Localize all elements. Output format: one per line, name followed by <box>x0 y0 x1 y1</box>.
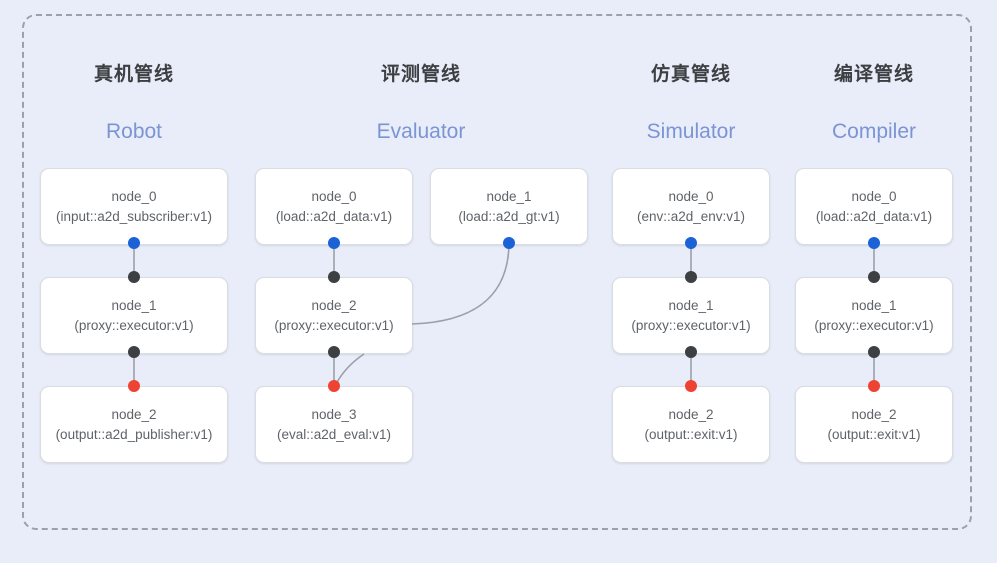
node-label-type: (eval::a2d_eval:v1) <box>276 426 392 442</box>
node-label-name: node_1 <box>111 297 157 313</box>
port-in-simulator-0[interactable] <box>685 237 697 249</box>
node-label-type: (output::exit:v1) <box>644 426 738 442</box>
node-evaluator-2[interactable]: node_2 (proxy::executor:v1) <box>255 277 413 354</box>
node-label-type: (output::a2d_publisher:v1) <box>55 426 213 442</box>
port-out-compiler-2[interactable] <box>868 380 880 392</box>
node-simulator-0[interactable]: node_0 (env::a2d_env:v1) <box>612 168 770 245</box>
node-label-type: (proxy::executor:v1) <box>631 317 751 333</box>
node-label-name: node_1 <box>486 188 532 204</box>
node-robot-2[interactable]: node_2 (output::a2d_publisher:v1) <box>40 386 228 463</box>
node-evaluator-3[interactable]: node_3 (eval::a2d_eval:v1) <box>255 386 413 463</box>
node-label-type: (load::a2d_data:v1) <box>275 208 393 224</box>
node-label-name: node_0 <box>668 188 714 204</box>
node-evaluator-0[interactable]: node_0 (load::a2d_data:v1) <box>255 168 413 245</box>
column-title-cn-evaluator: 评测管线 <box>380 64 461 85</box>
edge-evaluator-gt-to-executor <box>411 241 510 325</box>
node-compiler-1[interactable]: node_1 (proxy::executor:v1) <box>795 277 953 354</box>
port-in-compiler-0[interactable] <box>868 237 880 249</box>
port-in-evaluator-1[interactable] <box>503 237 515 249</box>
column-title-cn-simulator: 仿真管线 <box>650 64 731 85</box>
port-bottom-compiler-1[interactable] <box>868 346 880 358</box>
node-label-type: (proxy::executor:v1) <box>814 317 934 333</box>
node-label-name: node_1 <box>851 297 897 313</box>
port-bottom-robot-1[interactable] <box>128 346 140 358</box>
node-label-type: (input::a2d_subscriber:v1) <box>55 208 213 224</box>
port-top-simulator-1[interactable] <box>685 271 697 283</box>
port-out-simulator-2[interactable] <box>685 380 697 392</box>
port-in-robot-0[interactable] <box>128 237 140 249</box>
port-bottom-evaluator-2[interactable] <box>328 346 340 358</box>
port-top-compiler-1[interactable] <box>868 271 880 283</box>
node-label-type: (load::a2d_data:v1) <box>815 208 933 224</box>
column-title-en-simulator: Simulator <box>646 120 736 143</box>
node-label-type: (load::a2d_gt:v1) <box>458 208 560 224</box>
node-label-name: node_0 <box>851 188 897 204</box>
column-header-compiler: 编译管线 Compiler <box>780 62 968 146</box>
node-label-type: (proxy::executor:v1) <box>74 317 194 333</box>
port-out-robot-2[interactable] <box>128 380 140 392</box>
column-title-en-compiler: Compiler <box>831 120 917 143</box>
column-title-cn-compiler: 编译管线 <box>833 64 914 85</box>
edge-evaluator-executor-to-eval <box>334 353 365 387</box>
column-title-en-evaluator: Evaluator <box>376 120 466 143</box>
port-in-evaluator-0[interactable] <box>328 237 340 249</box>
node-robot-1[interactable]: node_1 (proxy::executor:v1) <box>40 277 228 354</box>
node-label-name: node_0 <box>111 188 157 204</box>
column-header-simulator: 仿真管线 Simulator <box>597 62 785 146</box>
node-compiler-2[interactable]: node_2 (output::exit:v1) <box>795 386 953 463</box>
node-label-name: node_2 <box>668 406 714 422</box>
node-label-name: node_0 <box>311 188 357 204</box>
node-label-name: node_2 <box>111 406 157 422</box>
node-evaluator-1[interactable]: node_1 (load::a2d_gt:v1) <box>430 168 588 245</box>
column-header-evaluator: 评测管线 Evaluator <box>327 62 515 146</box>
node-label-type: (output::exit:v1) <box>827 426 921 442</box>
column-title-en-robot: Robot <box>105 120 163 143</box>
port-bottom-simulator-1[interactable] <box>685 346 697 358</box>
port-top-robot-1[interactable] <box>128 271 140 283</box>
node-label-type: (proxy::executor:v1) <box>274 317 394 333</box>
node-label-name: node_3 <box>311 406 357 422</box>
column-header-robot: 真机管线 Robot <box>40 62 228 146</box>
node-robot-0[interactable]: node_0 (input::a2d_subscriber:v1) <box>40 168 228 245</box>
node-label-name: node_2 <box>851 406 897 422</box>
node-label-type: (env::a2d_env:v1) <box>636 208 746 224</box>
node-simulator-1[interactable]: node_1 (proxy::executor:v1) <box>612 277 770 354</box>
node-label-name: node_1 <box>668 297 714 313</box>
port-out-evaluator-3[interactable] <box>328 380 340 392</box>
node-simulator-2[interactable]: node_2 (output::exit:v1) <box>612 386 770 463</box>
port-top-evaluator-2[interactable] <box>328 271 340 283</box>
column-title-cn-robot: 真机管线 <box>93 64 174 85</box>
node-compiler-0[interactable]: node_0 (load::a2d_data:v1) <box>795 168 953 245</box>
node-label-name: node_2 <box>311 297 357 313</box>
